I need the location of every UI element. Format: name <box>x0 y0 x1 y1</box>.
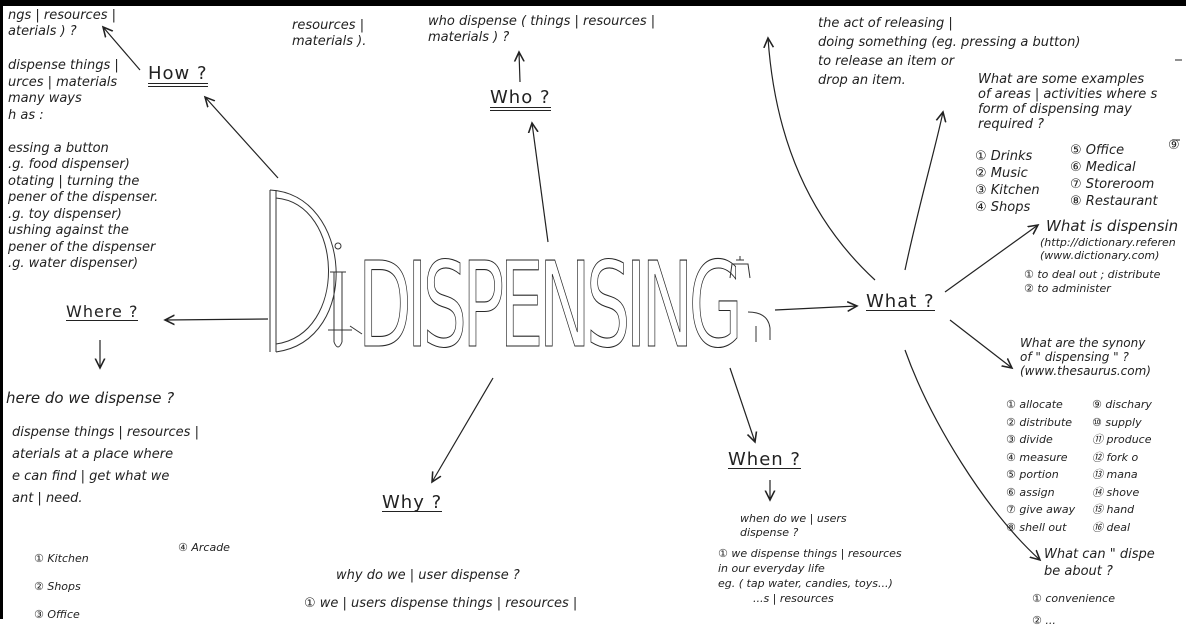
where-question: here do we dispense ? <box>6 389 175 407</box>
where-answer: dispense things | resources | aterials a… <box>12 425 199 506</box>
where-list-1: ① Kitchen ② Shops ③ Office <box>34 552 89 621</box>
who-question: who dispense ( things | resources | mate… <box>428 14 656 45</box>
examples-list-1: ① Drinks ② Music ③ Kitchen ④ Shops <box>975 149 1040 215</box>
arrow-to-who <box>532 123 549 243</box>
arrow-what-examples <box>904 112 943 271</box>
examples-list-3: ⑨ <box>1168 138 1180 153</box>
why-answer: ① we | users dispense things | resources… <box>304 596 578 611</box>
synonyms-list-2: ⑨ dischary ⑩ supply ⑪ produce ⑫ fork o ⑬… <box>1092 398 1152 534</box>
synonyms-list-1: ① allocate ② distribute ③ divide ④ measu… <box>1006 398 1076 534</box>
node-what: What ? <box>866 291 935 312</box>
why-question: why do we | user dispense ? <box>336 568 520 583</box>
examples-question: What are some examples of areas | activi… <box>978 72 1158 132</box>
arrow-who-up <box>519 52 520 83</box>
about-question: What can " dispe be about ? <box>1044 547 1155 579</box>
connector-arrows <box>0 0 1182 619</box>
how-question-fragment: ngs | resources | aterials ) ? <box>8 8 116 39</box>
central-title-lettering: DISPENSING <box>269 189 771 360</box>
meaning-source: (http://dictionary.referen (www.dictiona… <box>1040 236 1176 262</box>
arrow-what-up <box>768 38 876 281</box>
arrow-to-what <box>774 306 857 310</box>
arrow-to-how <box>205 97 279 179</box>
arrow-what-meaning <box>944 225 1038 293</box>
meaning-question: What is dispensin <box>1046 217 1179 235</box>
node-how: How ? <box>148 65 208 87</box>
when-question: when do we | users dispense ? <box>740 512 847 539</box>
about-answers: ① convenience ② ... <box>1032 592 1115 627</box>
when-answer: ① we dispense things | resources in our … <box>718 547 902 605</box>
who-fragment: resources | materials ). <box>292 18 367 49</box>
arrow-what-synonyms <box>949 319 1012 368</box>
how-answer: dispense things | urces | materials many… <box>8 58 159 271</box>
arrow-to-where <box>165 319 269 320</box>
node-where: Where ? <box>66 302 139 321</box>
arrow-how-up <box>103 27 141 71</box>
arrow-what-about <box>904 349 1040 560</box>
what-definition: the act of releasing | doing something (… <box>818 16 1081 88</box>
central-title: DISPENSING <box>358 236 738 360</box>
synonyms-question: What are the synony of " dispensing " ? … <box>1020 336 1151 378</box>
examples-list-2: ⑤ Office ⑥ Medical ⑦ Storeroom ⑧ Restaur… <box>1070 143 1158 209</box>
node-why: Why ? <box>382 492 443 513</box>
where-list-2: ④ Arcade <box>178 541 230 554</box>
meaning-answers: ① to deal out ; distribute ② to administ… <box>1024 268 1161 295</box>
arrow-to-why <box>432 377 494 482</box>
node-when: When ? <box>728 449 801 470</box>
node-who: Who ? <box>490 89 551 111</box>
arrow-to-when <box>729 367 755 442</box>
